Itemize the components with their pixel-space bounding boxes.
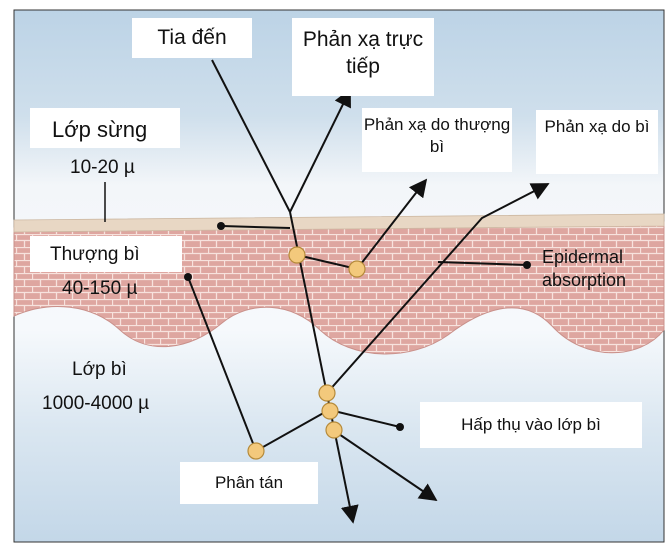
deep-scatter-ray <box>332 429 438 502</box>
incident-ray <box>211 59 291 213</box>
dermal-absorption-dot <box>396 423 404 431</box>
scattering-dot <box>184 273 192 281</box>
epidermal-absorption-label: Epidermal absorption <box>542 247 627 290</box>
interaction-point <box>247 442 265 460</box>
stratum-corneum-layer <box>13 213 665 233</box>
corneum-pointer-dot <box>217 222 225 230</box>
transmitted-ray <box>289 211 359 524</box>
epidermal-absorption-dot <box>523 261 531 269</box>
interaction-point <box>318 384 336 402</box>
epidermis-name: Thượng bì <box>50 244 140 265</box>
interaction-point <box>288 246 306 264</box>
scattering-label: Phân tán <box>180 462 318 504</box>
direct-reflection-ray <box>289 88 351 213</box>
epidermal-reflection-label: Phản xạ do thượng bì <box>362 108 512 172</box>
interaction-point <box>325 421 343 439</box>
stratum-corneum-thickness: 10-20 µ <box>70 157 135 178</box>
incident-label: Tia đến <box>132 18 252 58</box>
interaction-points <box>247 246 366 460</box>
dermal-absorption-label: Hấp thụ vào lớp bì <box>420 402 642 448</box>
epidermis-thickness: 40-150 µ <box>62 278 138 299</box>
interaction-point <box>321 402 339 420</box>
dermis-name: Lớp bì <box>72 359 127 380</box>
stratum-corneum-name: Lớp sừng <box>52 117 148 142</box>
epidermal-absorption-pointer <box>437 261 528 266</box>
stratum-corneum-box <box>30 108 180 148</box>
interaction-point <box>348 260 366 278</box>
direct-reflection-label: Phản xạ trực tiếp <box>292 18 434 96</box>
epidermis-box <box>30 236 182 272</box>
dermal-reflection-label: Phản xạ do bì <box>536 110 658 174</box>
dermal-absorption-pointer <box>329 409 401 428</box>
corneum-pointer-line <box>221 225 291 229</box>
dermis-thickness: 1000-4000 µ <box>42 393 150 414</box>
dermal-reflection-ray <box>326 183 550 394</box>
